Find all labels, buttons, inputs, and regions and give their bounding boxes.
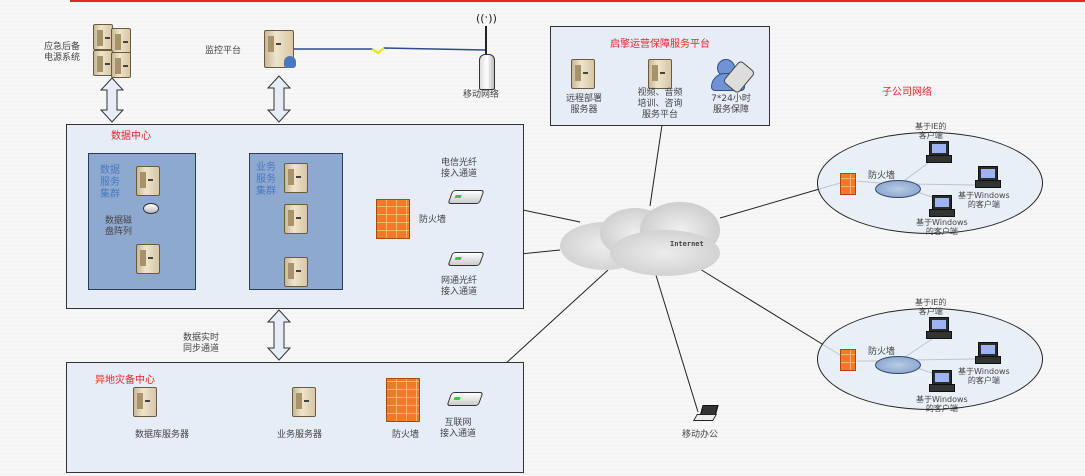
- ops-item-label: 视频、音频培训、咨询服务平台: [637, 88, 683, 120]
- server-icon: [136, 166, 160, 196]
- computer-base: [926, 331, 952, 339]
- internet-label: Internet: [670, 240, 704, 248]
- user-icon: [284, 56, 296, 68]
- router-icon: [447, 252, 485, 266]
- data-center-title: 数据中心: [111, 131, 151, 142]
- firewall-icon: [376, 199, 410, 239]
- power-arrow: [99, 77, 125, 123]
- ops-platform-box: 启擎运营保障服务平台 远程部署服务器 视频、音频培训、咨询服务平台 7*24小时…: [550, 26, 770, 126]
- computer-icon: [932, 370, 952, 386]
- link-ops-internet: [649, 124, 663, 207]
- backup-power-label: 应急后备电源系统: [44, 42, 81, 63]
- link-internet-mobile: [654, 271, 699, 413]
- db-server-label: 数据库服务器: [135, 430, 190, 440]
- firewall-icon: [386, 378, 420, 422]
- disk-array-label: 数据磁盘阵列: [105, 216, 133, 237]
- telecom-access-label: 电信光纤接入通道: [441, 158, 478, 179]
- server-icon: [648, 59, 672, 89]
- computer-base: [975, 356, 1001, 364]
- internet-cloud-icon: [560, 200, 730, 280]
- data-cluster-label: 数据服务集群: [100, 165, 120, 200]
- firewall-icon: [840, 349, 856, 371]
- business-server-label: 业务服务器: [277, 430, 323, 440]
- dr-firewall-label: 防火墙: [392, 430, 420, 440]
- mobile-network-label: 移动网络: [463, 90, 500, 100]
- monitor-platform-label: 监控平台: [205, 46, 242, 56]
- computer-base: [929, 384, 955, 392]
- firewall-icon: [840, 173, 856, 195]
- sub2-firewall-label: 防火墙: [868, 347, 896, 357]
- sub1-firewall-label: 防火墙: [868, 171, 896, 181]
- sub2-client-label: 基于IE的客户端: [915, 298, 947, 316]
- hub-icon: [875, 180, 921, 198]
- server-icon: [284, 163, 308, 193]
- backup-power-servers: [93, 24, 133, 78]
- antenna-icon: ((ˑ)): [472, 12, 500, 90]
- sync-channel-label: 数据实时同步通道: [183, 333, 220, 354]
- ops-item-label: 远程部署服务器: [565, 94, 602, 115]
- internet-access-label: 互联网接入通道: [440, 418, 477, 439]
- wireless-link: [290, 47, 486, 54]
- monitor-arrow: [266, 75, 292, 123]
- dc-firewall-label: 防火墙: [419, 215, 447, 225]
- router-icon: [447, 190, 485, 204]
- link-internet-sub2: [694, 265, 841, 356]
- top-red-bar: [70, 0, 1085, 2]
- ops-item-label: 7*24小时服务保障: [711, 94, 751, 115]
- server-icon: [136, 244, 160, 274]
- computer-base: [926, 155, 952, 163]
- server-icon: [284, 257, 308, 287]
- router-icon: [446, 392, 484, 406]
- server-icon: [571, 59, 595, 89]
- disk-array-icon: [143, 203, 159, 214]
- computer-base: [975, 180, 1001, 188]
- ops-platform-title: 启擎运营保障服务平台: [610, 39, 710, 50]
- computer-base: [929, 209, 955, 217]
- hub-icon: [875, 356, 921, 374]
- mobile-office-label: 移动办公: [682, 430, 719, 440]
- business-cluster-label: 业务服务集群: [256, 162, 276, 197]
- dr-center-panel: 异地灾备中心: [66, 362, 524, 473]
- server-icon: [133, 387, 157, 417]
- laptop-icon: [692, 405, 719, 421]
- support-user-phone-icon: [711, 57, 756, 95]
- subsidiary-title: 子公司网络: [882, 87, 932, 98]
- netcom-access-label: 网通光纤接入通道: [441, 276, 478, 297]
- dr-center-title: 异地灾备中心: [95, 375, 155, 386]
- sub1-client-label: 基于IE的客户端: [915, 122, 947, 140]
- sync-arrow: [266, 309, 292, 361]
- server-icon: [284, 204, 308, 234]
- server-icon: [292, 387, 316, 417]
